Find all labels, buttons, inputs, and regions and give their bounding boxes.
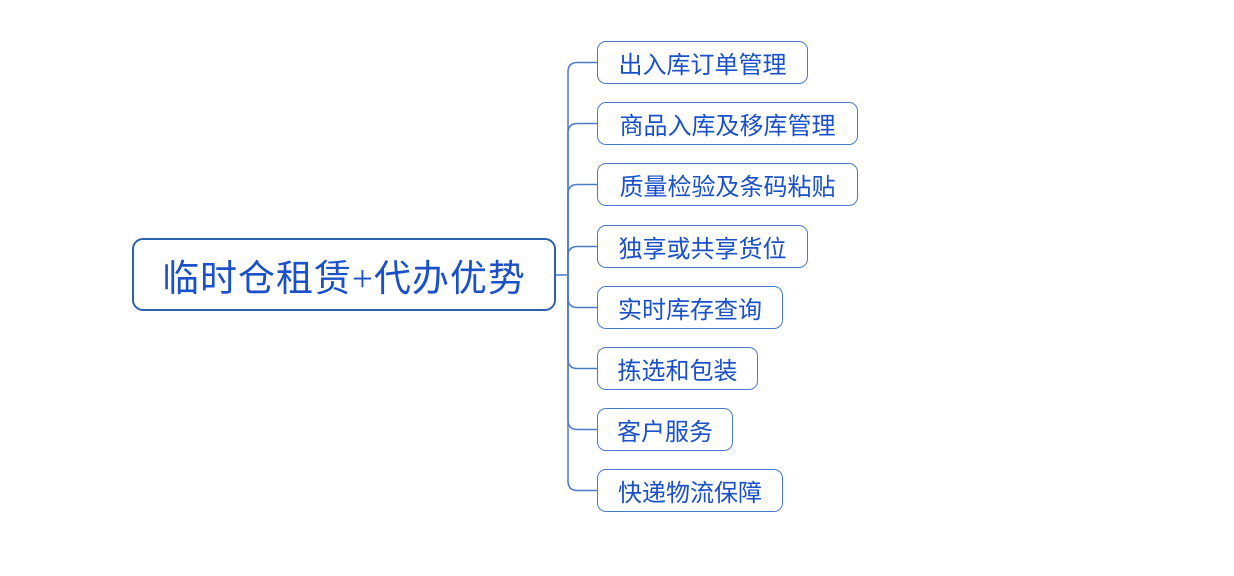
- branch-node-label: 质量检验及条码粘贴: [619, 175, 836, 201]
- branch-node-express-logistics[interactable]: 快递物流保障: [597, 469, 783, 512]
- branch-node-label: 实时库存查询: [618, 298, 762, 324]
- branch-node-label: 快递物流保障: [618, 481, 762, 507]
- branch-node-label: 独享或共享货位: [618, 237, 787, 263]
- branch-line-7: [567, 274, 598, 431]
- branch-node-shared-slots[interactable]: 独享或共享货位: [597, 225, 808, 268]
- root-topic-label: 临时仓租赁+代办优势: [162, 258, 526, 300]
- branch-line-3: [567, 183, 598, 276]
- branch-node-quality-barcode[interactable]: 质量检验及条码粘贴: [597, 163, 858, 206]
- branch-line-4: [567, 245, 598, 276]
- root-topic-node[interactable]: 临时仓租赁+代办优势: [132, 238, 556, 311]
- branch-line-5: [567, 274, 598, 309]
- branch-node-realtime-inventory[interactable]: 实时库存查询: [597, 286, 783, 329]
- branch-line-2: [567, 122, 598, 276]
- branch-node-label: 出入库订单管理: [618, 53, 787, 79]
- branch-node-picking-packing[interactable]: 拣选和包装: [597, 347, 758, 390]
- branch-line-1: [567, 61, 598, 276]
- branch-node-order-management[interactable]: 出入库订单管理: [597, 41, 808, 84]
- branch-node-customer-service[interactable]: 客户服务: [597, 408, 733, 451]
- branch-node-label: 商品入库及移库管理: [619, 114, 836, 140]
- branch-node-label: 拣选和包装: [617, 359, 738, 385]
- branch-node-inbound-relocation[interactable]: 商品入库及移库管理: [597, 102, 858, 145]
- branch-line-6: [567, 274, 598, 370]
- branch-line-8: [567, 274, 598, 492]
- branch-node-label: 客户服务: [617, 420, 713, 446]
